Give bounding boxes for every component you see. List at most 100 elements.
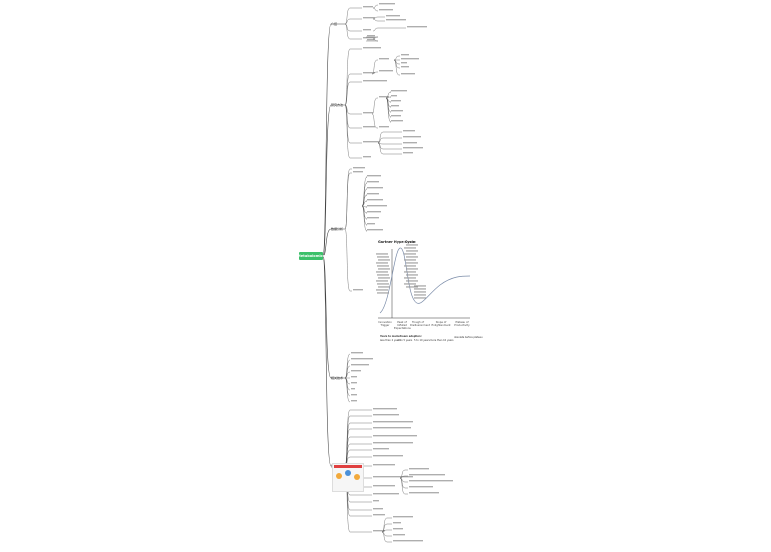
apps-a-label-0 <box>409 468 429 470</box>
analysis-a-label-8 <box>367 223 375 225</box>
hype-tech-label-9 <box>406 268 418 270</box>
apps-b-edge-4 <box>381 531 392 543</box>
methods-c-edge-4 <box>377 142 402 155</box>
methods-b1-edge-6 <box>385 97 392 123</box>
methods-b-label-1 <box>379 126 389 128</box>
analysis-a-edge-7 <box>361 205 368 220</box>
branch-intro[interactable]: 介绍 <box>331 22 338 26</box>
apps-a-edge-2 <box>399 477 408 483</box>
intro-a-label-0 <box>379 3 395 5</box>
methods-edge-2 <box>344 81 362 106</box>
methods-a1-label-0 <box>401 54 409 56</box>
hype-phase-3: Trough of Disillusionment <box>410 321 430 327</box>
hype-tech-label-left-13 <box>377 292 389 294</box>
intro-edge-1 <box>344 18 362 25</box>
methods-c-label-4 <box>403 152 413 154</box>
hype-legend-3: 5 to 10 years <box>414 339 430 342</box>
tech-edge-8 <box>344 377 351 403</box>
apps-b-edge-2 <box>381 529 392 533</box>
methods-c-label-3 <box>403 147 423 149</box>
hype-legend-2: 2 to 5 years <box>398 339 413 342</box>
hype-title: Gartner Hype Cycle <box>378 240 416 244</box>
intro-d-label-0 <box>367 35 375 37</box>
branch-methods[interactable]: 研究方法 <box>331 103 344 107</box>
image-dot-blue <box>345 470 351 476</box>
methods-label-1 <box>363 72 375 74</box>
methods-b1-label-5 <box>391 115 401 117</box>
methods-label-2 <box>363 80 387 82</box>
analysis-a-label-0 <box>367 175 381 177</box>
hype-phase-4: Slope of Enlightenment <box>431 321 451 327</box>
embedded-image <box>332 463 364 492</box>
intro-label-0 <box>363 6 373 8</box>
methods-label-3 <box>363 112 373 114</box>
intro-edge-2 <box>344 23 362 32</box>
apps-edge-3 <box>344 428 372 467</box>
apps-b-edge-3 <box>381 531 392 537</box>
analysis-a-label-3 <box>367 193 379 195</box>
intro-label-2 <box>363 29 371 31</box>
analysis-a-label-2 <box>367 187 383 189</box>
methods-edge-6 <box>344 104 362 159</box>
intro-edge-0 <box>344 7 362 25</box>
apps-a-label-4 <box>409 492 439 494</box>
methods-b1-label-1 <box>391 95 397 97</box>
intro-a-edge-1 <box>372 7 379 12</box>
methods-a-edge-0 <box>371 59 378 75</box>
hype-legend-4: more than 10 years <box>430 339 454 342</box>
hype-phase-5: Plateau of Productivity <box>454 321 470 327</box>
root-connector-0 <box>322 23 345 257</box>
apps-b-label-0 <box>393 516 413 518</box>
branch-analysis[interactable]: 数据分析 <box>331 227 344 231</box>
apps-label-15 <box>373 530 385 532</box>
tech-label-4 <box>351 376 357 378</box>
methods-a-label-0 <box>379 58 389 60</box>
intro-edge-3 <box>344 23 362 40</box>
hype-tech-label-left-11 <box>378 286 390 288</box>
hype-trough-label-2 <box>414 291 426 293</box>
hype-trough-label-4 <box>414 297 426 299</box>
apps-label-10 <box>373 485 395 487</box>
hype-phase-2: Peak of Inflated Expectations <box>394 321 411 330</box>
hype-tech-label-left-9 <box>376 280 388 282</box>
root-connector-4 <box>322 255 345 467</box>
apps-label-12 <box>373 500 379 502</box>
hype-tech-label-left-5 <box>378 268 390 270</box>
hype-phase-1: Innovation Trigger <box>378 321 392 327</box>
methods-c-edge-1 <box>377 137 402 144</box>
image-dot-orange <box>336 473 342 479</box>
apps-a-label-3 <box>409 486 433 488</box>
hype-tech-label-left-6 <box>376 271 388 273</box>
analysis-a-edge-3 <box>361 194 368 207</box>
apps-a-edge-4 <box>399 477 408 495</box>
intro-d-label-1 <box>367 39 375 41</box>
methods-c-label-2 <box>403 142 417 144</box>
apps-label-3 <box>373 427 411 429</box>
methods-a1-edge-3 <box>393 59 400 69</box>
hype-trough-label-0 <box>414 285 426 287</box>
intro-b-label-0 <box>386 15 400 17</box>
analysis-label-2 <box>353 289 363 291</box>
hype-tech-label-2 <box>404 247 416 249</box>
methods-label-0 <box>363 47 381 49</box>
methods-b-label-0 <box>379 96 389 98</box>
apps-label-14 <box>373 514 385 516</box>
methods-c-label-1 <box>403 136 421 138</box>
methods-b1-label-3 <box>391 105 399 107</box>
apps-label-2 <box>373 421 413 423</box>
apps-label-0 <box>373 408 397 410</box>
apps-b-label-3 <box>393 534 405 536</box>
analysis-edge-1 <box>344 172 352 230</box>
methods-b1-label-0 <box>391 90 407 92</box>
hype-tech-label-left-1 <box>377 256 389 258</box>
apps-label-6 <box>373 448 389 450</box>
hype-tech-label-1 <box>406 244 418 246</box>
intro-c-label-0 <box>407 26 427 28</box>
methods-c-edge-2 <box>377 142 402 145</box>
branch-tech[interactable]: 相关技术 <box>331 376 344 380</box>
methods-b-edge-1 <box>371 113 378 129</box>
apps-label-1 <box>373 414 399 416</box>
hype-tech-label-8 <box>404 265 416 267</box>
methods-edge-4 <box>344 104 362 129</box>
root-node[interactable]: Metabolomics <box>297 252 325 260</box>
